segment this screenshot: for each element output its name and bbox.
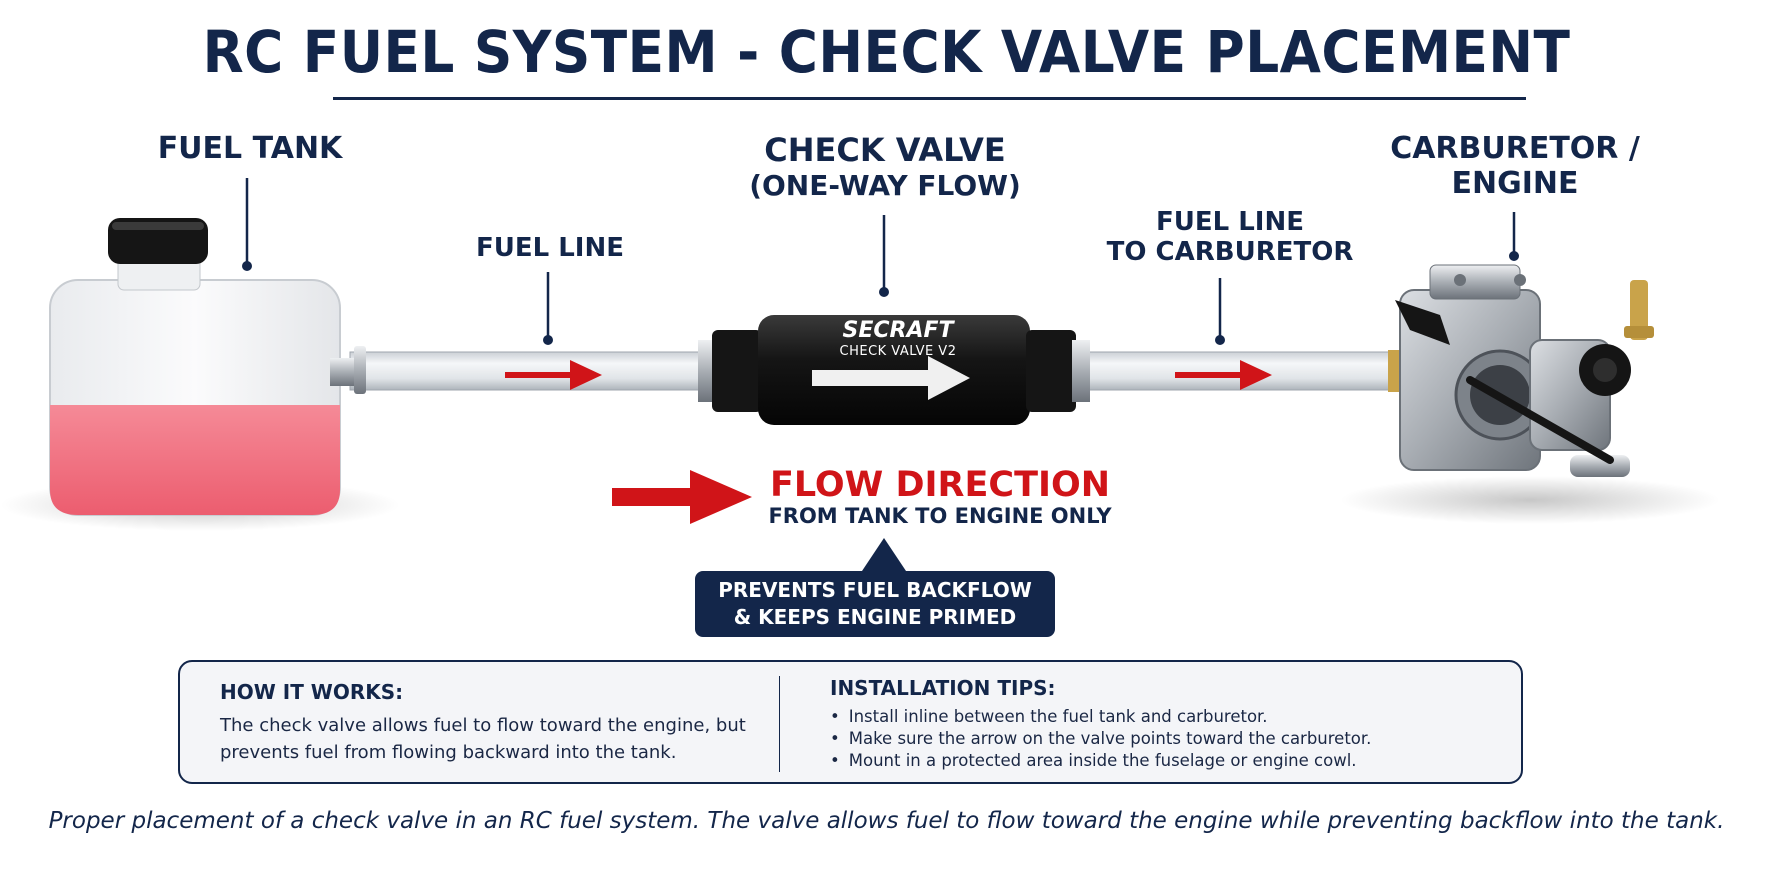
carb-shadow <box>1340 476 1720 524</box>
label-carburetor: CARBURETOR / ENGINE <box>1385 131 1645 201</box>
valve-brand: SECRAFT <box>842 318 954 343</box>
flow-arrow-right-icon <box>1175 360 1272 390</box>
page-title: RC FUEL SYSTEM - CHECK VALVE PLACEMENT <box>202 18 1571 86</box>
label-fuel-line-to-carb-1: FUEL LINE <box>1155 207 1304 237</box>
carburetor-icon <box>1388 264 1654 477</box>
callout-line-1: PREVENTS FUEL BACKFLOW <box>718 578 1032 602</box>
flow-direction-subtitle: FROM TANK TO ENGINE ONLY <box>768 504 1112 528</box>
installation-tips-list: Install inline between the fuel tank and… <box>830 706 1510 772</box>
flow-direction-title: FLOW DIRECTION <box>769 465 1111 505</box>
how-it-works-text: The check valve allows fuel to flow towa… <box>220 715 746 763</box>
label-fuel-line: FUEL LINE <box>475 233 624 263</box>
tip-item: Install inline between the fuel tank and… <box>830 706 1510 728</box>
how-it-works-heading: HOW IT WORKS: <box>220 680 404 704</box>
valve-model: CHECK VALVE V2 <box>839 344 957 359</box>
label-check-valve: CHECK VALVE <box>764 131 1006 169</box>
flow-arrow-left-icon <box>505 360 602 390</box>
info-panel: HOW IT WORKS: The check valve allows fue… <box>178 660 1523 784</box>
label-fuel-line-to-carb-2: TO CARBURETOR <box>1106 236 1354 267</box>
label-carburetor-1: CARBURETOR / <box>1390 131 1640 166</box>
installation-tips-heading: INSTALLATION TIPS: <box>830 676 1056 700</box>
check-valve-icon <box>698 315 1090 425</box>
info-divider <box>779 676 780 772</box>
figure-caption: Proper placement of a check valve in an … <box>48 808 1725 834</box>
flow-direction-arrow-icon <box>612 470 752 524</box>
label-fuel-line-to-carb: FUEL LINE TO CARBURETOR <box>1090 207 1370 268</box>
fuel-line-tube-right <box>1074 351 1396 391</box>
label-carburetor-2: ENGINE <box>1451 165 1579 201</box>
tip-item: Mount in a protected area inside the fus… <box>830 750 1510 772</box>
tip-item: Make sure the arrow on the valve points … <box>830 728 1510 750</box>
fuel-tank-icon <box>49 218 366 516</box>
fuel-line-tube-left <box>349 351 711 391</box>
label-check-valve-sub: (ONE-WAY FLOW) <box>749 169 1021 202</box>
callout-line-2: & KEEPS ENGINE PRIMED <box>733 605 1017 629</box>
label-fuel-tank: FUEL TANK <box>157 131 343 166</box>
title-underline <box>333 97 1526 100</box>
callout-pointer <box>860 538 908 574</box>
backflow-callout: PREVENTS FUEL BACKFLOW & KEEPS ENGINE PR… <box>695 571 1055 637</box>
